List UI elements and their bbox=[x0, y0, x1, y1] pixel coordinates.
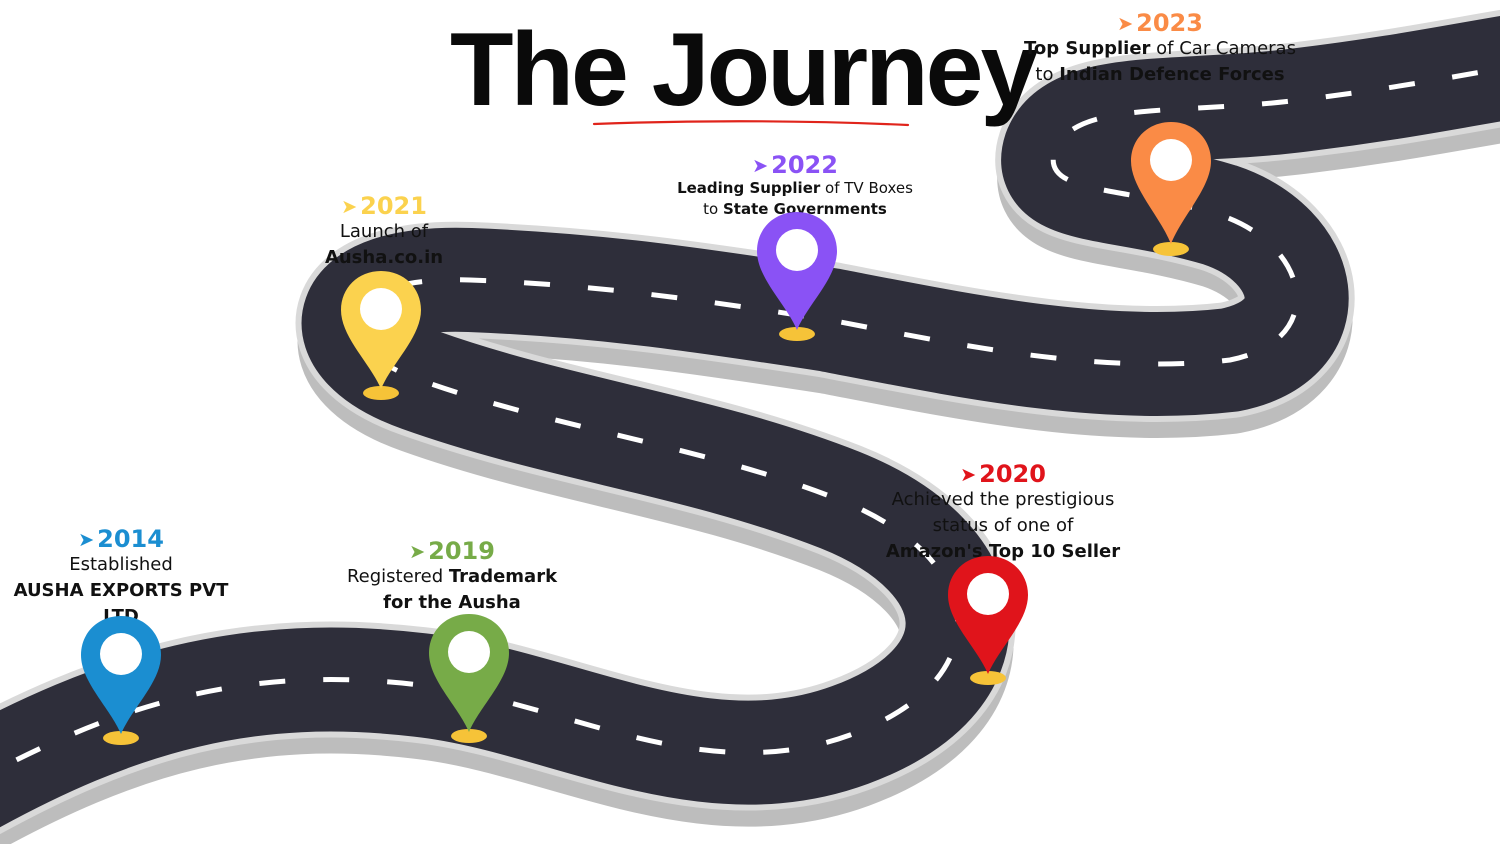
milestone-year: 2019 bbox=[428, 537, 495, 565]
title-underline bbox=[592, 120, 910, 127]
milestone-year: 2022 bbox=[771, 151, 838, 179]
milestone-line: Top Supplier of Car Cameras bbox=[1016, 36, 1304, 62]
milestone-line: Leading Supplier of TV Boxes bbox=[670, 178, 920, 199]
arrow-icon: ➤ bbox=[341, 194, 358, 218]
bold-text: for the Ausha bbox=[383, 592, 521, 614]
milestone-line: Registered Trademark bbox=[332, 564, 572, 590]
road-lane-dashes bbox=[0, 66, 1500, 772]
bold-text: Amazon's Top 10 Seller bbox=[885, 541, 1121, 563]
location-pin-icon bbox=[429, 614, 509, 743]
text: to bbox=[703, 200, 723, 219]
location-pin-icon bbox=[341, 271, 421, 400]
bold-text: Top Supplier bbox=[1024, 38, 1151, 60]
text: Established bbox=[69, 554, 173, 576]
text: Achieved the prestigious bbox=[891, 489, 1115, 511]
milestone-2020: ➤2020 Achieved the prestigious status of … bbox=[870, 461, 1136, 565]
milestone-year: 2023 bbox=[1136, 9, 1203, 37]
milestone-year: 2021 bbox=[360, 192, 427, 220]
arrow-icon: ➤ bbox=[752, 153, 769, 177]
milestone-line: Ausha.co.in bbox=[310, 245, 458, 271]
text: Launch of bbox=[339, 221, 429, 243]
text: to bbox=[1035, 64, 1060, 86]
text: Registered bbox=[346, 566, 449, 588]
milestone-line: Achieved the prestigious bbox=[870, 487, 1136, 513]
bold-text: Ausha.co.in bbox=[324, 247, 444, 269]
location-pin-icon bbox=[948, 556, 1028, 685]
milestone-line: Established bbox=[10, 552, 232, 578]
bold-text: Indian Defence Forces bbox=[1059, 64, 1285, 86]
milestone-line: Launch of bbox=[310, 219, 458, 245]
arrow-icon: ➤ bbox=[78, 527, 95, 551]
milestone-line: for the Ausha bbox=[332, 590, 572, 616]
location-pin-icon bbox=[81, 616, 161, 745]
milestone-year: 2014 bbox=[97, 525, 164, 553]
location-pin-icon bbox=[1131, 122, 1211, 256]
milestone-2021: ➤2021 Launch of Ausha.co.in bbox=[310, 193, 458, 271]
milestone-line: to State Governments bbox=[670, 199, 920, 220]
text: status of one of bbox=[932, 515, 1074, 537]
bold-text: Leading Supplier bbox=[677, 179, 821, 198]
milestone-line: Amazon's Top 10 Seller bbox=[870, 539, 1136, 565]
bold-text: State Governments bbox=[722, 200, 887, 219]
location-pin-icon bbox=[757, 212, 837, 341]
milestone-description: Launch of Ausha.co.in bbox=[310, 219, 458, 271]
milestone-line: to Indian Defence Forces bbox=[1016, 62, 1304, 88]
arrow-icon: ➤ bbox=[1117, 11, 1134, 35]
milestone-description: Achieved the prestigious status of one of… bbox=[870, 487, 1136, 565]
text: of Car Cameras bbox=[1150, 38, 1296, 60]
milestone-line: status of one of bbox=[870, 513, 1136, 539]
text: of TV Boxes bbox=[820, 179, 913, 198]
arrow-icon: ➤ bbox=[960, 462, 977, 486]
bold-text: Trademark bbox=[448, 566, 558, 588]
page-title: The Journey bbox=[450, 12, 1038, 128]
milestone-year: 2020 bbox=[979, 460, 1046, 488]
arrow-icon: ➤ bbox=[409, 539, 426, 563]
